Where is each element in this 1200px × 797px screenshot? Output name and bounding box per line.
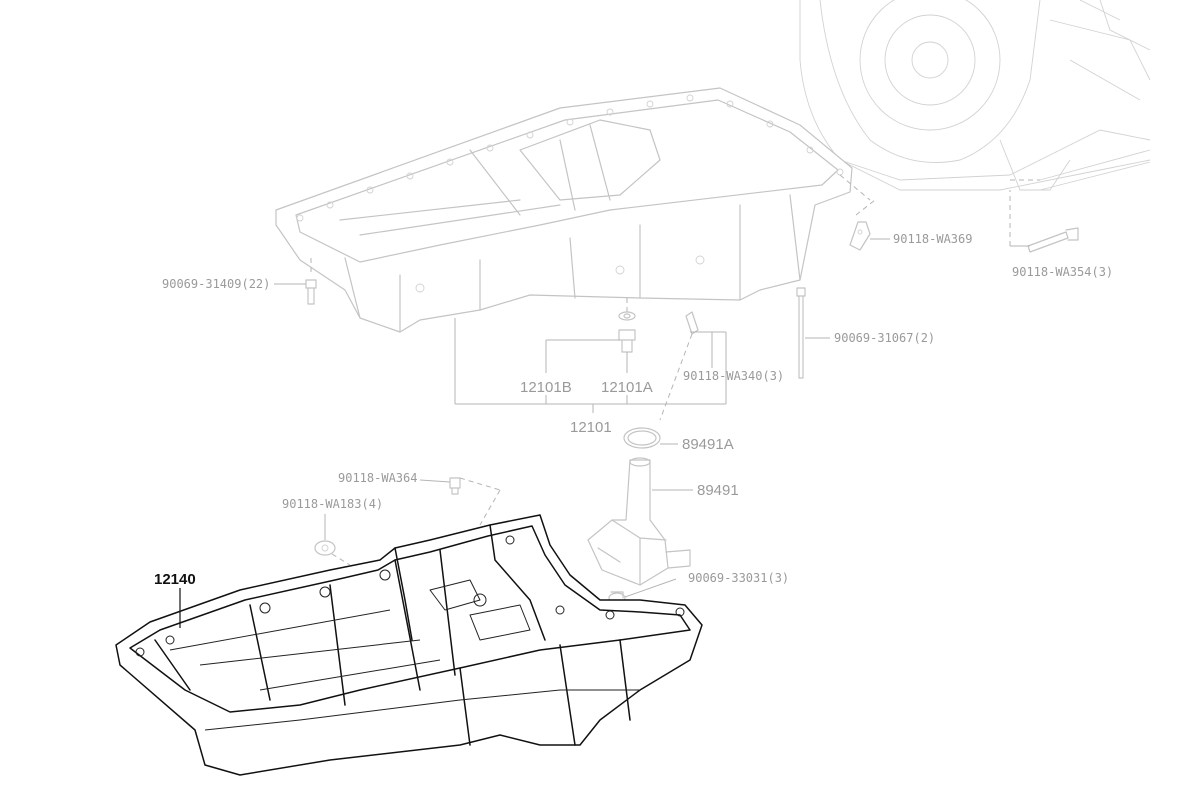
bolt-90118-wa354-ghost bbox=[1027, 227, 1079, 253]
label-90118-wa183[interactable]: 90118-WA183(4) bbox=[282, 497, 383, 511]
o-ring-89491a-ghost bbox=[623, 427, 661, 449]
long-bolt-90069-31067-ghost bbox=[796, 287, 806, 379]
bolt-90069-31409-ghost bbox=[305, 279, 317, 305]
leader-lines bbox=[274, 174, 1040, 598]
label-90118-wa354[interactable]: 90118-WA354(3) bbox=[1012, 265, 1113, 279]
group-12101-bracket bbox=[454, 318, 727, 413]
oil-level-sensor-89491-ghost bbox=[587, 457, 691, 586]
label-12101a[interactable]: 12101A bbox=[601, 379, 653, 396]
engine-block-ghost bbox=[799, 0, 1151, 191]
label-90069-33031[interactable]: 90069-33031(3) bbox=[688, 571, 789, 585]
bracket-90118-wa369-ghost bbox=[849, 221, 871, 251]
label-89491[interactable]: 89491 bbox=[697, 482, 739, 499]
label-90118-wa340[interactable]: 90118-WA340(3) bbox=[683, 369, 784, 383]
bolt-90118-wa364-ghost bbox=[449, 477, 461, 495]
label-90118-wa364[interactable]: 90118-WA364 bbox=[338, 471, 417, 485]
bolt-90118-wa183-ghost bbox=[314, 540, 336, 556]
label-12101[interactable]: 12101 bbox=[570, 419, 612, 436]
label-90069-31409[interactable]: 90069-31409(22) bbox=[162, 277, 270, 291]
label-12140[interactable]: 12140 bbox=[154, 571, 196, 588]
label-90118-wa369[interactable]: 90118-WA369 bbox=[893, 232, 972, 246]
drain-plug-ghost bbox=[618, 329, 636, 353]
stud-90118-wa340-ghost bbox=[685, 311, 699, 335]
label-90069-31067[interactable]: 90069-31067(2) bbox=[834, 331, 935, 345]
upper-oil-pan-ghost bbox=[275, 87, 853, 333]
lower-oil-pan-12140 bbox=[115, 514, 703, 776]
label-89491a[interactable]: 89491A bbox=[682, 436, 734, 453]
drain-plug-gasket-ghost bbox=[618, 311, 636, 321]
label-12101b[interactable]: 12101B bbox=[520, 379, 572, 396]
